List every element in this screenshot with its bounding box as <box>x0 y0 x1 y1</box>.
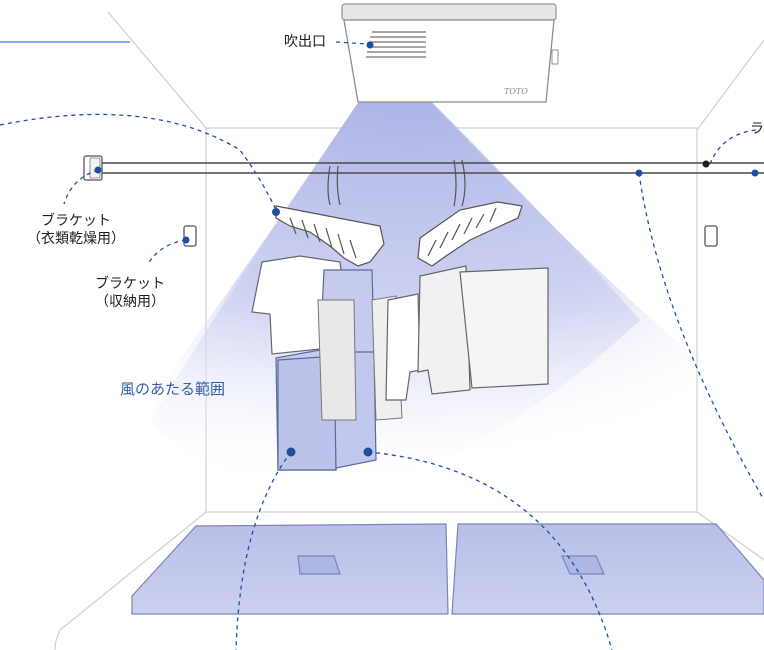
bracket-drying-label: ブラケット （衣類乾燥用） <box>27 212 125 248</box>
ceiling-dryer-unit <box>341 3 559 103</box>
clothes-left <box>251 255 403 471</box>
dot-pants-right <box>363 447 373 457</box>
outlet-grille <box>366 31 426 58</box>
dot-rail <box>702 160 710 168</box>
dot-bracket-storage <box>182 236 190 244</box>
bracket-drying-label-line1: ブラケット <box>41 213 111 229</box>
storage-bracket-right <box>704 225 718 247</box>
floor-mats <box>131 523 764 615</box>
hanger-left <box>275 165 385 267</box>
bracket-storage-label-line1: ブラケット <box>95 276 165 292</box>
dot-rod <box>635 169 643 177</box>
clothes-right <box>385 265 549 401</box>
dot-rod-right <box>751 169 759 177</box>
rail-label-cut: ラ <box>750 121 764 137</box>
wind-range-label: 風のあたる範囲 <box>120 380 226 398</box>
bracket-storage-label: ブラケット （収納用） <box>95 275 165 311</box>
dot-outlet <box>366 41 374 49</box>
leader-dots <box>94 41 759 457</box>
brand-logo: TOTO <box>504 87 528 96</box>
dot-hanger <box>272 208 280 216</box>
leader-lines <box>0 41 764 650</box>
bracket-drying-label-line2: （衣類乾燥用） <box>27 231 125 247</box>
outlet-label: 吹出口 <box>284 34 326 50</box>
hanger-right <box>417 159 523 267</box>
bracket-storage-label-line2: （収納用） <box>95 294 165 310</box>
dot-pants-left <box>286 447 296 457</box>
dot-bracket-drying <box>94 166 102 174</box>
